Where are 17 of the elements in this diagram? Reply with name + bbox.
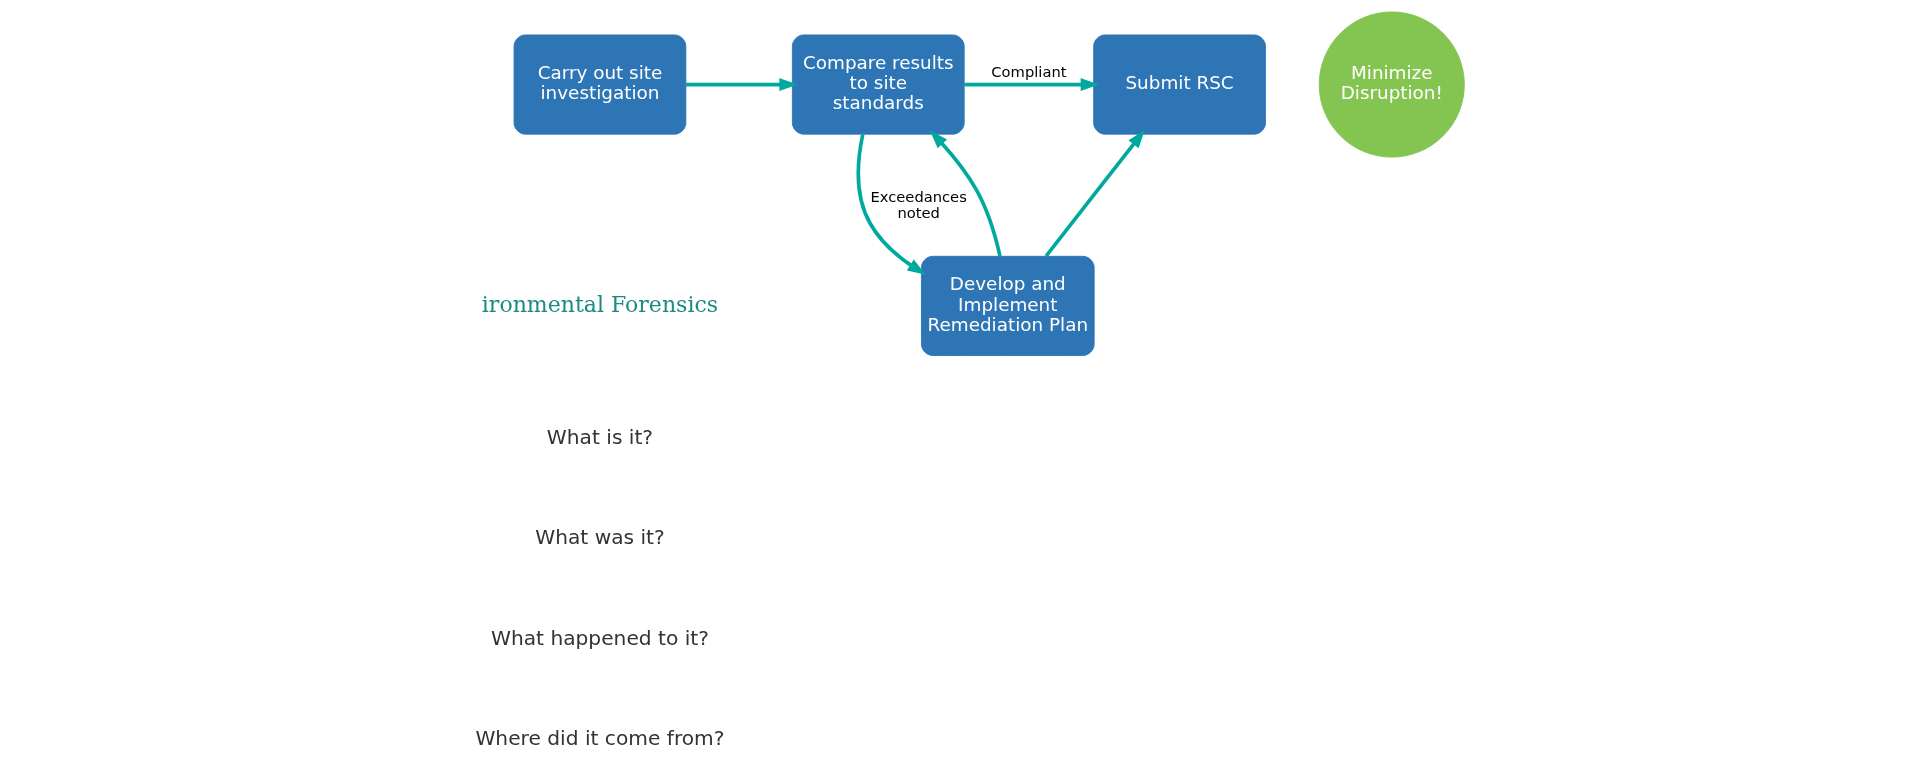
- label: What was it?: [534, 525, 665, 550]
- node-circle: Minimize Disruption!: [1318, 11, 1465, 158]
- arrow: [1044, 129, 1145, 258]
- label: ironmental Forensics: [481, 291, 718, 317]
- label: What is it?: [546, 425, 653, 450]
- node-box: Compare results to site standards: [791, 34, 965, 135]
- label: Where did it come from?: [474, 725, 725, 750]
- arrow: [856, 134, 926, 275]
- edge-label: Compliant: [990, 63, 1066, 81]
- label: What happened to it?: [490, 625, 709, 650]
- node-box: Develop and Implement Remediation Plan: [920, 255, 1095, 356]
- arrow: [685, 78, 798, 91]
- node-box: Submit RSC: [1092, 34, 1266, 135]
- edge-label: Exceedances noted: [870, 187, 967, 222]
- node-box: Carry out site investigation: [513, 34, 686, 135]
- arrow: [963, 78, 1099, 91]
- arrow: [929, 130, 1002, 257]
